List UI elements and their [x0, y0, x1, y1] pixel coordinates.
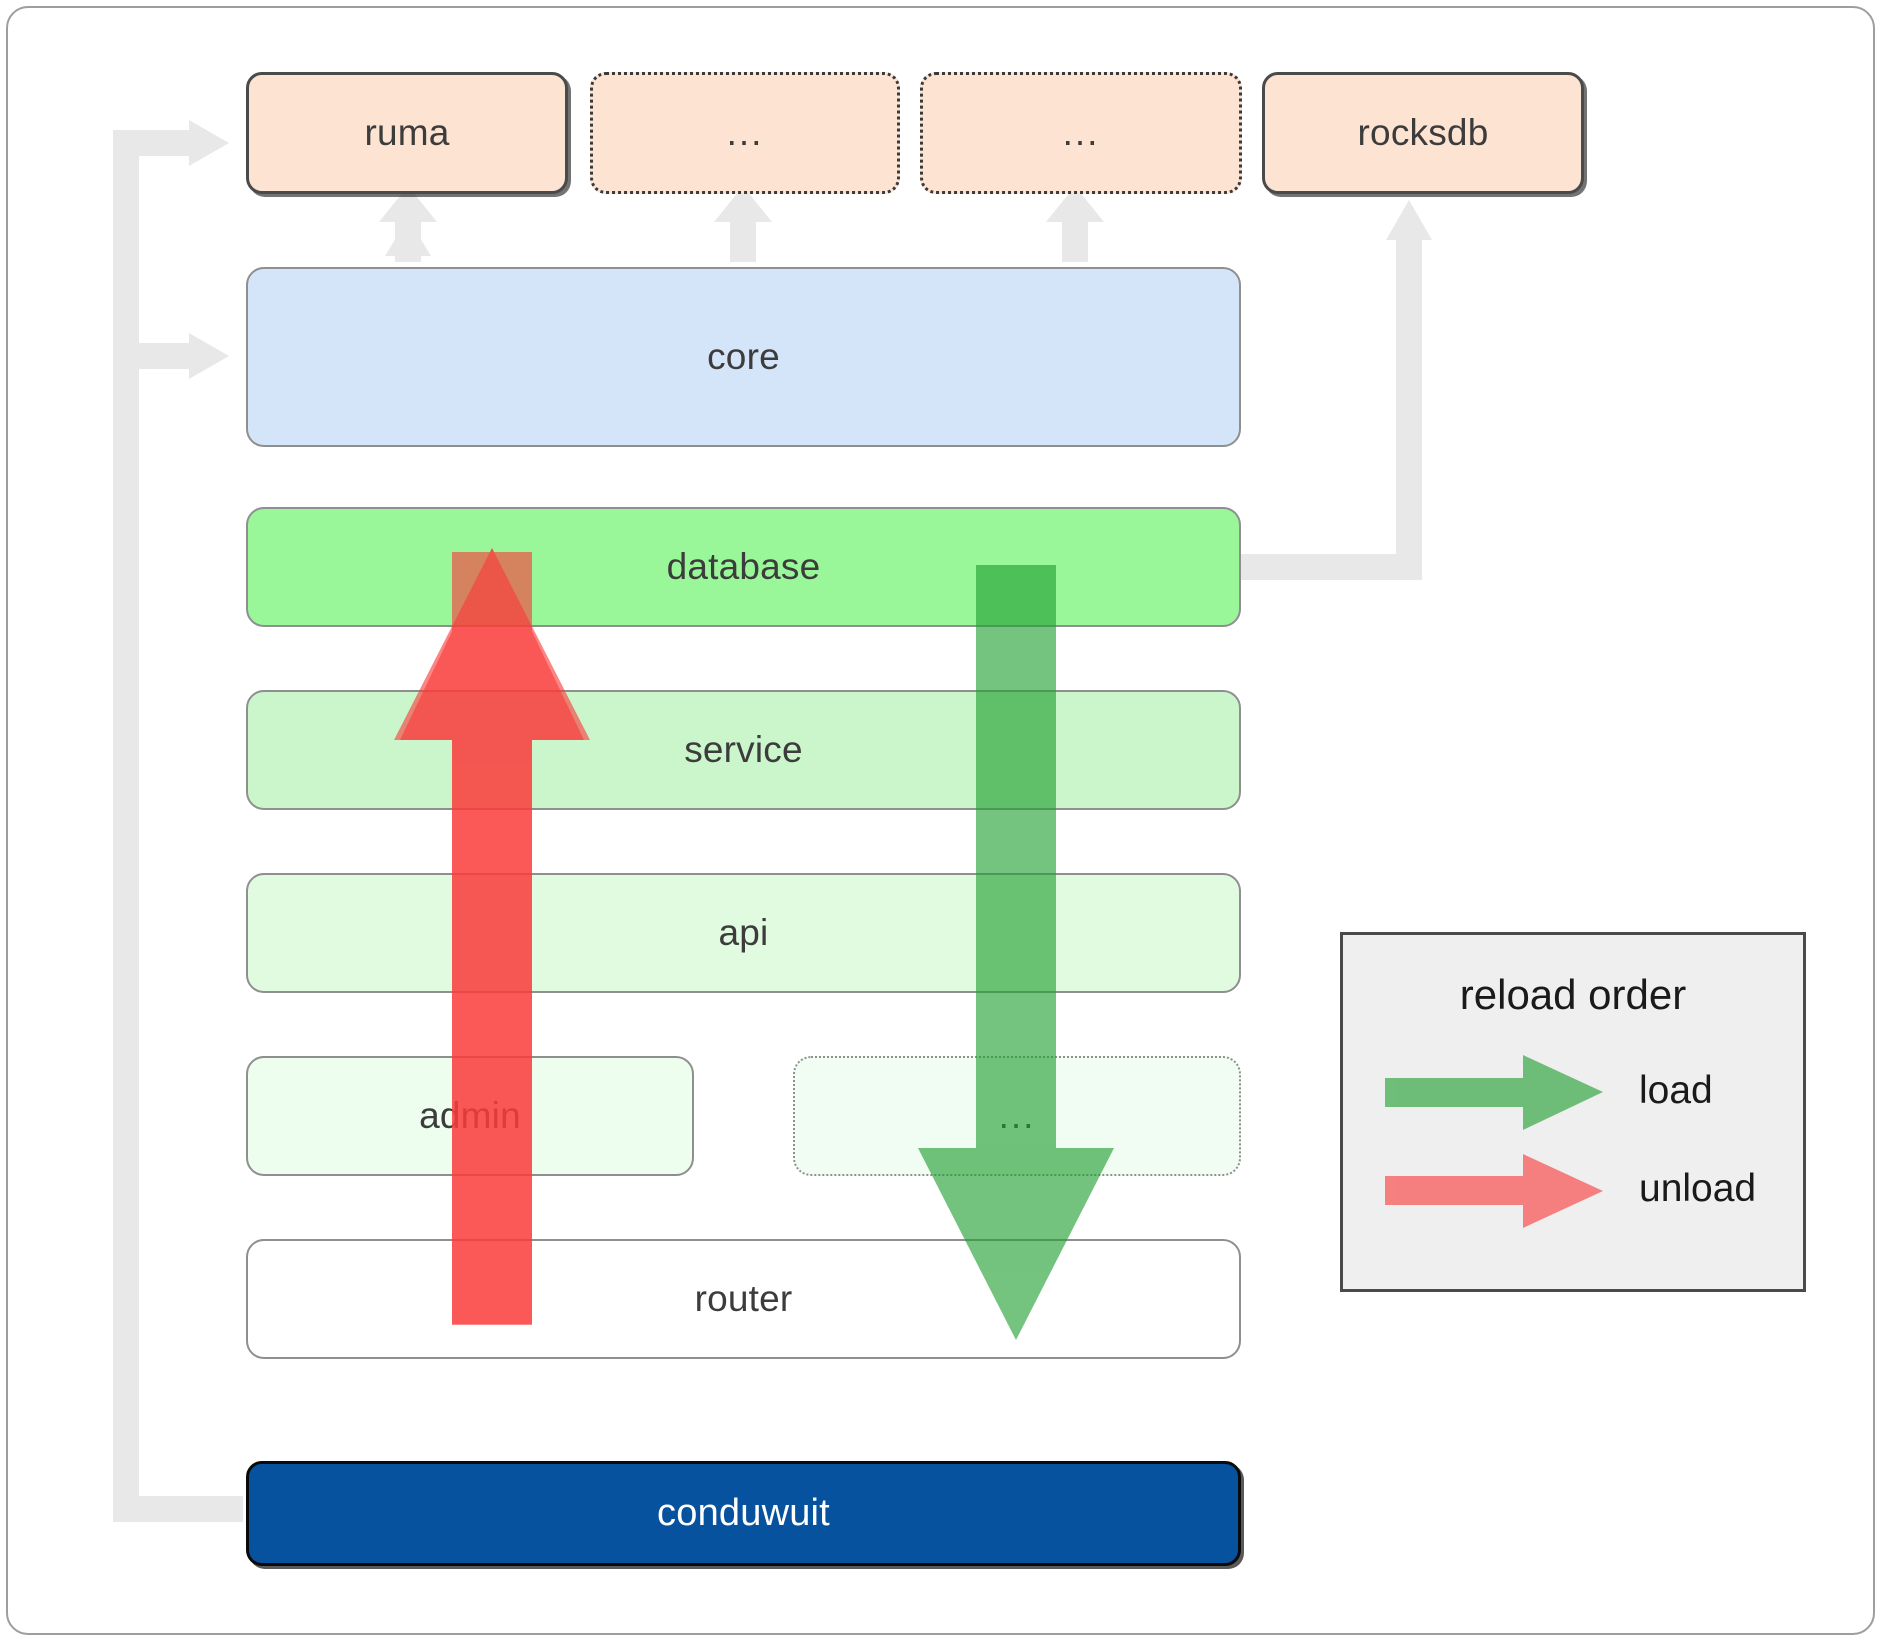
layer-label: ...: [998, 1095, 1036, 1136]
legend-load-arrow-icon: [1385, 1055, 1603, 1130]
layer-label: admin: [419, 1095, 521, 1136]
legend-title: reload order: [1459, 971, 1687, 1018]
layer-box-ellipsis[interactable]: ...: [793, 1056, 1241, 1176]
layer-label: router: [694, 1278, 793, 1319]
dependency-box-ruma[interactable]: ruma: [246, 72, 568, 194]
root-label: conduwuit: [657, 1492, 830, 1534]
layer-label: service: [684, 729, 803, 770]
dependency-box-rocksdb[interactable]: rocksdb: [1262, 72, 1584, 194]
layer-label: database: [666, 546, 821, 587]
legend-label-unload: unload: [1639, 1167, 1757, 1210]
layer-box-api[interactable]: api: [246, 873, 1241, 993]
dependency-box-ellipsis-2[interactable]: ...: [920, 72, 1242, 194]
dependency-label: ruma: [364, 112, 450, 153]
layer-box-core[interactable]: core: [246, 267, 1241, 447]
diagram-frame: [6, 6, 1875, 1635]
dependency-box-ellipsis-1[interactable]: ...: [590, 72, 900, 194]
layer-box-router[interactable]: router: [246, 1239, 1241, 1359]
layer-box-service[interactable]: service: [246, 690, 1241, 810]
layer-box-database[interactable]: database: [246, 507, 1241, 627]
dependency-label: ...: [1062, 112, 1100, 153]
layer-label: api: [718, 912, 769, 953]
legend-unload-arrow-icon: [1385, 1154, 1603, 1228]
dependency-label: rocksdb: [1357, 112, 1489, 153]
legend-panel: reload order load unload: [1340, 932, 1806, 1292]
legend-label-load: load: [1639, 1069, 1713, 1112]
root-box-conduwuit[interactable]: conduwuit: [246, 1461, 1241, 1566]
layer-box-admin[interactable]: admin: [246, 1056, 694, 1176]
legend-arrow-svg: [1385, 1055, 1603, 1228]
dependency-label: ...: [726, 112, 764, 153]
layer-label: core: [707, 336, 780, 377]
